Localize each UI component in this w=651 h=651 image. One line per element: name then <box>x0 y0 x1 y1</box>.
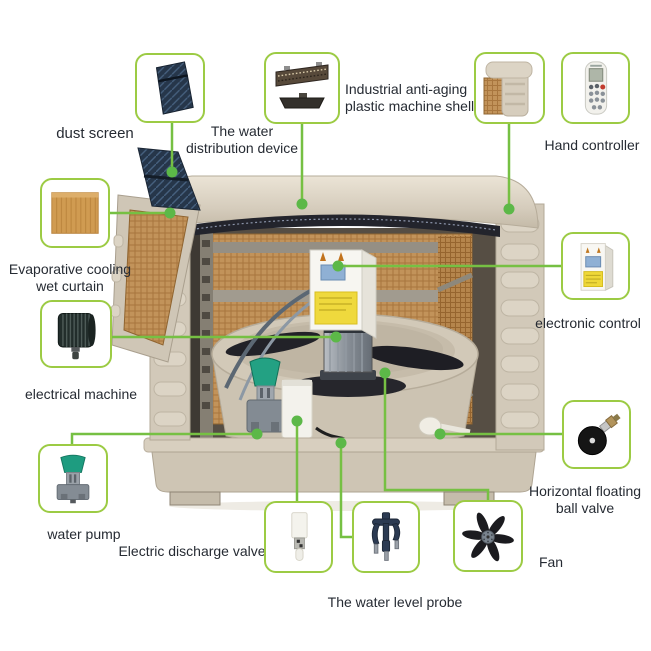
electronic-control-icon <box>580 243 613 292</box>
water-pump-in-machine <box>246 357 285 433</box>
callout-fan <box>453 500 523 572</box>
label-water-level-probe: The water level probe <box>327 594 463 610</box>
leaning-dust-screen <box>137 147 201 211</box>
electric-motor-icon <box>57 313 96 360</box>
callout-water-distribution-device <box>264 52 340 124</box>
label-water-pump: water pump <box>47 526 121 542</box>
callout-discharge-valve <box>264 501 333 573</box>
water-pump-icon <box>56 454 90 503</box>
control-box-in-machine <box>309 249 377 339</box>
fan-icon <box>462 512 514 562</box>
callout-hand-controller <box>561 52 630 124</box>
callout-electronic-control <box>561 232 630 300</box>
label-hand-controller: Hand controller <box>544 137 640 153</box>
label-fan: Fan <box>538 554 564 570</box>
label-water-distribution-device: The water distribution device <box>185 123 299 156</box>
callout-wet-curtain <box>40 178 110 248</box>
label-electrical-machine: electrical machine <box>24 386 138 402</box>
ball-valve-icon <box>577 413 621 455</box>
label-wet-curtain: Evaporative cooling wet curtain <box>8 261 132 294</box>
wet-curtain-icon <box>51 192 99 234</box>
water-level-probe-icon <box>371 512 401 561</box>
callout-water-pump <box>38 444 108 513</box>
discharge-valve-in-machine <box>281 379 313 439</box>
float-ball <box>418 416 442 436</box>
callout-ball-valve <box>562 400 631 469</box>
label-discharge-valve: Electric discharge valve <box>118 543 266 559</box>
machine-shell-corner-icon <box>483 61 532 117</box>
water-distributor-slot <box>182 214 500 237</box>
water-distribution-icon <box>275 62 329 109</box>
label-dust-screen: dust screen <box>56 125 134 142</box>
discharge-valve-icon <box>290 512 308 561</box>
label-machine-shell: Industrial anti-aging plastic machine sh… <box>345 81 475 114</box>
motor-in-machine <box>320 325 376 380</box>
evaporative-cooler-cutaway-illustration <box>110 147 545 511</box>
dust-screen-icon <box>155 61 194 115</box>
callout-dust-screen <box>135 53 205 123</box>
label-ball-valve: Horizontal floating ball valve <box>528 483 642 516</box>
label-electronic-control: electronic control <box>535 315 641 331</box>
callout-water-level-probe <box>352 501 420 573</box>
callout-machine-shell <box>474 52 545 124</box>
hand-controller-icon <box>584 61 607 115</box>
callout-electrical-machine <box>40 300 112 368</box>
